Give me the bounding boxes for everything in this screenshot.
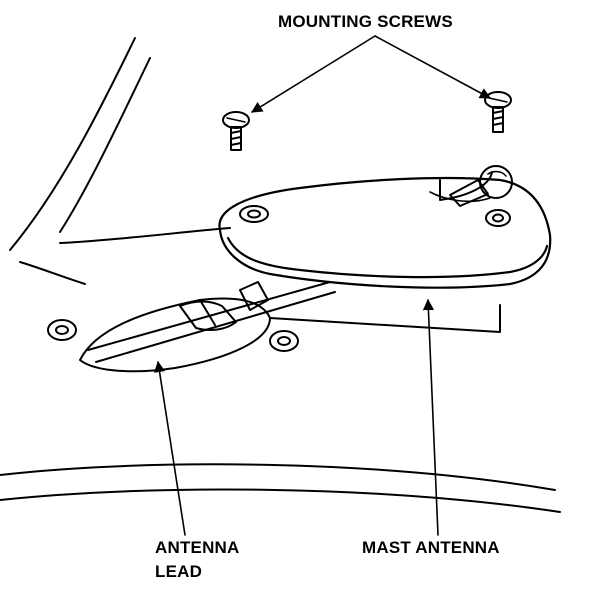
panel-washers (47, 319, 299, 352)
antenna-lead-label-line1: ANTENNA (155, 538, 240, 557)
mounting-screw-right (484, 91, 512, 133)
leader-lines (154, 35, 491, 536)
mounting-screw-left (222, 111, 250, 151)
car-body-outline (0, 37, 561, 513)
antenna-lead-label-line2: LEAD (155, 562, 203, 581)
mast-ball-mount (449, 165, 513, 207)
mast-antenna-arrow (422, 298, 439, 536)
cable-recess (79, 297, 501, 373)
mast-antenna-base (218, 171, 552, 289)
mast-antenna-label: MAST ANTENNA (362, 538, 500, 557)
mounting-screws-label: MOUNTING SCREWS (278, 12, 453, 31)
mounting-screws-arrow-right (374, 35, 491, 99)
mounting-screws-arrow-left (251, 35, 376, 113)
base-screw-holes (239, 205, 511, 227)
antenna-lead-cable (87, 281, 336, 363)
antenna-lead-arrow (154, 360, 186, 536)
